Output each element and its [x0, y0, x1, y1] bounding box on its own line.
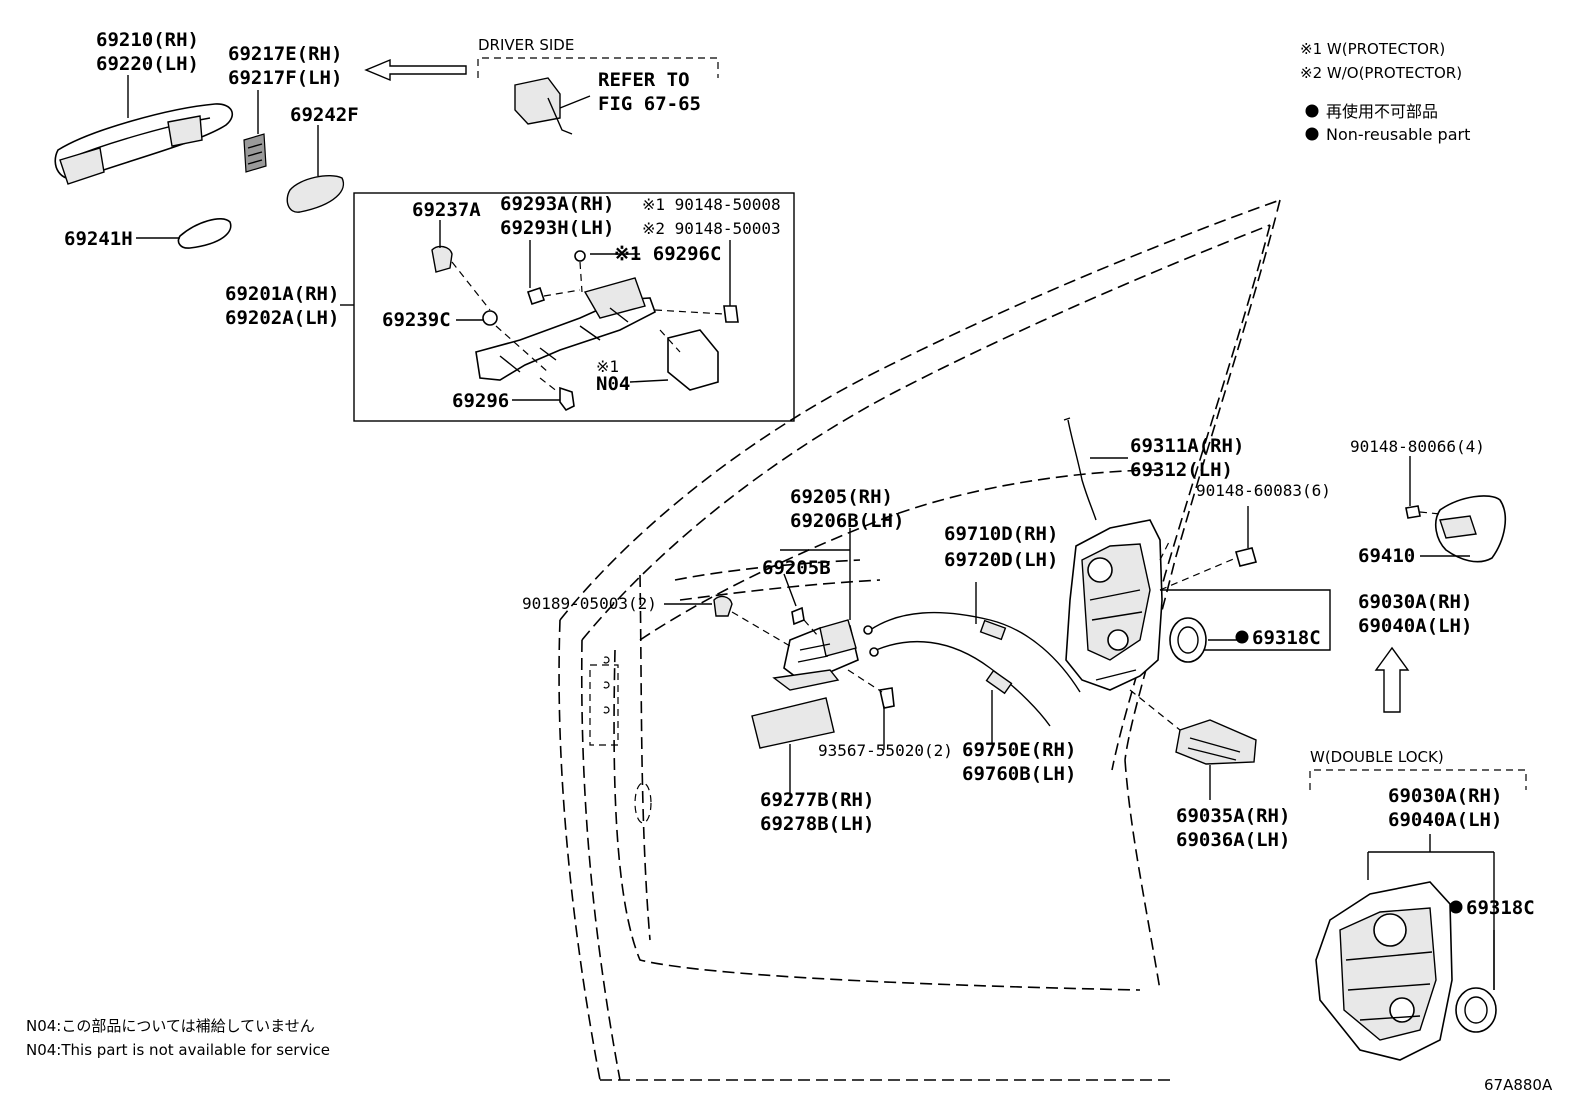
- handle-frame-part: [431, 245, 739, 412]
- label-69036A: 69036A(LH): [1176, 829, 1290, 851]
- label-69720D: 69720D(LH): [944, 549, 1058, 571]
- label-note1-part: ※1 90148-50008: [642, 195, 781, 214]
- double-lock-bracket: [1309, 769, 1527, 790]
- outside-handle: [54, 103, 234, 185]
- double-lock-label: W(DOUBLE LOCK): [1310, 748, 1444, 766]
- label-69030A: 69030A(RH): [1358, 591, 1472, 613]
- door-frame-outline: [558, 199, 1281, 1081]
- label-69312: 69312(LH): [1130, 459, 1233, 481]
- leader-n04: [629, 379, 669, 383]
- label-n04-mark: ※1: [596, 357, 619, 376]
- note-n04-en: N04:This part is not available for servi…: [26, 1041, 330, 1059]
- non-reusable-dot-icon: [1235, 630, 1249, 644]
- driver-side-bracket: DRIVER SIDE REFER TO FIG 67-65: [477, 36, 719, 135]
- inside-handle: [713, 595, 895, 749]
- label-69202A: 69202A(LH): [225, 307, 339, 329]
- refer-fig-text: FIG 67-65: [598, 93, 701, 115]
- label-69040A-double-lock: 69040A(LH): [1388, 809, 1502, 831]
- lock-rod: [1063, 417, 1097, 521]
- up-arrow: [1374, 646, 1410, 713]
- legend-w-protector: ※1 W(PROTECTOR): [1300, 40, 1445, 58]
- double-lock-assembly: [1315, 881, 1453, 1061]
- label-69217F: 69217F(LH): [228, 67, 342, 89]
- label-69239C: 69239C: [382, 309, 451, 331]
- label-note2-part: ※2 90148-50003: [642, 219, 781, 238]
- label-90148-80066: 90148-80066(4): [1350, 437, 1485, 456]
- label-69318C: 69318C: [1252, 627, 1321, 649]
- label-69278B: 69278B(LH): [760, 813, 874, 835]
- label-69205B: 69205B: [762, 557, 831, 579]
- handle-cap-part: [243, 133, 267, 173]
- label-69201A: 69201A(RH): [225, 283, 339, 305]
- lock-cover-part: [1129, 689, 1257, 765]
- label-69296C: ※1 69296C: [614, 243, 721, 265]
- label-69217E: 69217E(RH): [228, 43, 342, 65]
- label-90148-60083: 90148-60083(6): [1196, 481, 1331, 500]
- label-69220: 69220(LH): [96, 53, 199, 75]
- handle-gasket-part: [177, 218, 232, 249]
- label-69237A: 69237A: [412, 199, 481, 221]
- label-69210: 69210(RH): [96, 29, 199, 51]
- refer-to-text: REFER TO: [598, 69, 690, 91]
- label-69205: 69205(RH): [790, 486, 893, 508]
- label-69030A-double-lock: 69030A(RH): [1388, 785, 1502, 807]
- label-69318C-double-lock: 69318C: [1466, 897, 1535, 919]
- label-69296: 69296: [452, 390, 509, 412]
- leader-69030A: [1160, 589, 1331, 651]
- label-69241H: 69241H: [64, 228, 133, 250]
- non-reusable-dot-icon: [1305, 104, 1319, 118]
- label-90189: 90189-05003(2): [522, 594, 657, 613]
- door-striker: [1405, 456, 1507, 563]
- lock-cables: [863, 611, 1081, 727]
- leader-69205: [780, 528, 851, 620]
- label-69035A: 69035A(RH): [1176, 805, 1290, 827]
- handle-pad-part: [286, 174, 344, 213]
- label-93567: 93567-55020(2): [818, 741, 953, 760]
- leader-69205B: [783, 573, 797, 607]
- lock-screw: [1235, 506, 1257, 567]
- label-69242F: 69242F: [290, 104, 359, 126]
- driver-side-label: DRIVER SIDE: [478, 36, 574, 54]
- label-69410: 69410: [1358, 545, 1415, 567]
- label-69293A: 69293A(RH): [500, 193, 614, 215]
- leader-double-lock: [1367, 834, 1495, 990]
- label-69293H: 69293H(LH): [500, 217, 614, 239]
- label-69277B: 69277B(RH): [760, 789, 874, 811]
- driver-side-arrow: [364, 58, 467, 82]
- label-69760B: 69760B(LH): [962, 763, 1076, 785]
- label-69206B: 69206B(LH): [790, 510, 904, 532]
- figure-code: 67A880A: [1484, 1076, 1553, 1094]
- legend-non-reusable-jp: 再使用不可部品: [1326, 102, 1438, 121]
- note-n04-jp: N04:この部品については補給していません: [26, 1017, 315, 1035]
- legend-non-reusable-en: Non-reusable part: [1326, 125, 1470, 144]
- label-69040A: 69040A(LH): [1358, 615, 1472, 637]
- label-n04: N04: [596, 373, 630, 395]
- lock-protector-ring: [1169, 617, 1207, 663]
- handle-frame-box: [353, 192, 795, 422]
- door-lock-assembly: [1065, 519, 1251, 691]
- non-reusable-dot-icon: [1449, 900, 1463, 914]
- label-69710D: 69710D(RH): [944, 523, 1058, 545]
- label-69750E: 69750E(RH): [962, 739, 1076, 761]
- double-lock-protector-ring: [1455, 987, 1497, 1033]
- label-69311A: 69311A(RH): [1130, 435, 1244, 457]
- non-reusable-dot-icon: [1305, 127, 1319, 141]
- legend-wo-protector: ※2 W/O(PROTECTOR): [1300, 64, 1462, 82]
